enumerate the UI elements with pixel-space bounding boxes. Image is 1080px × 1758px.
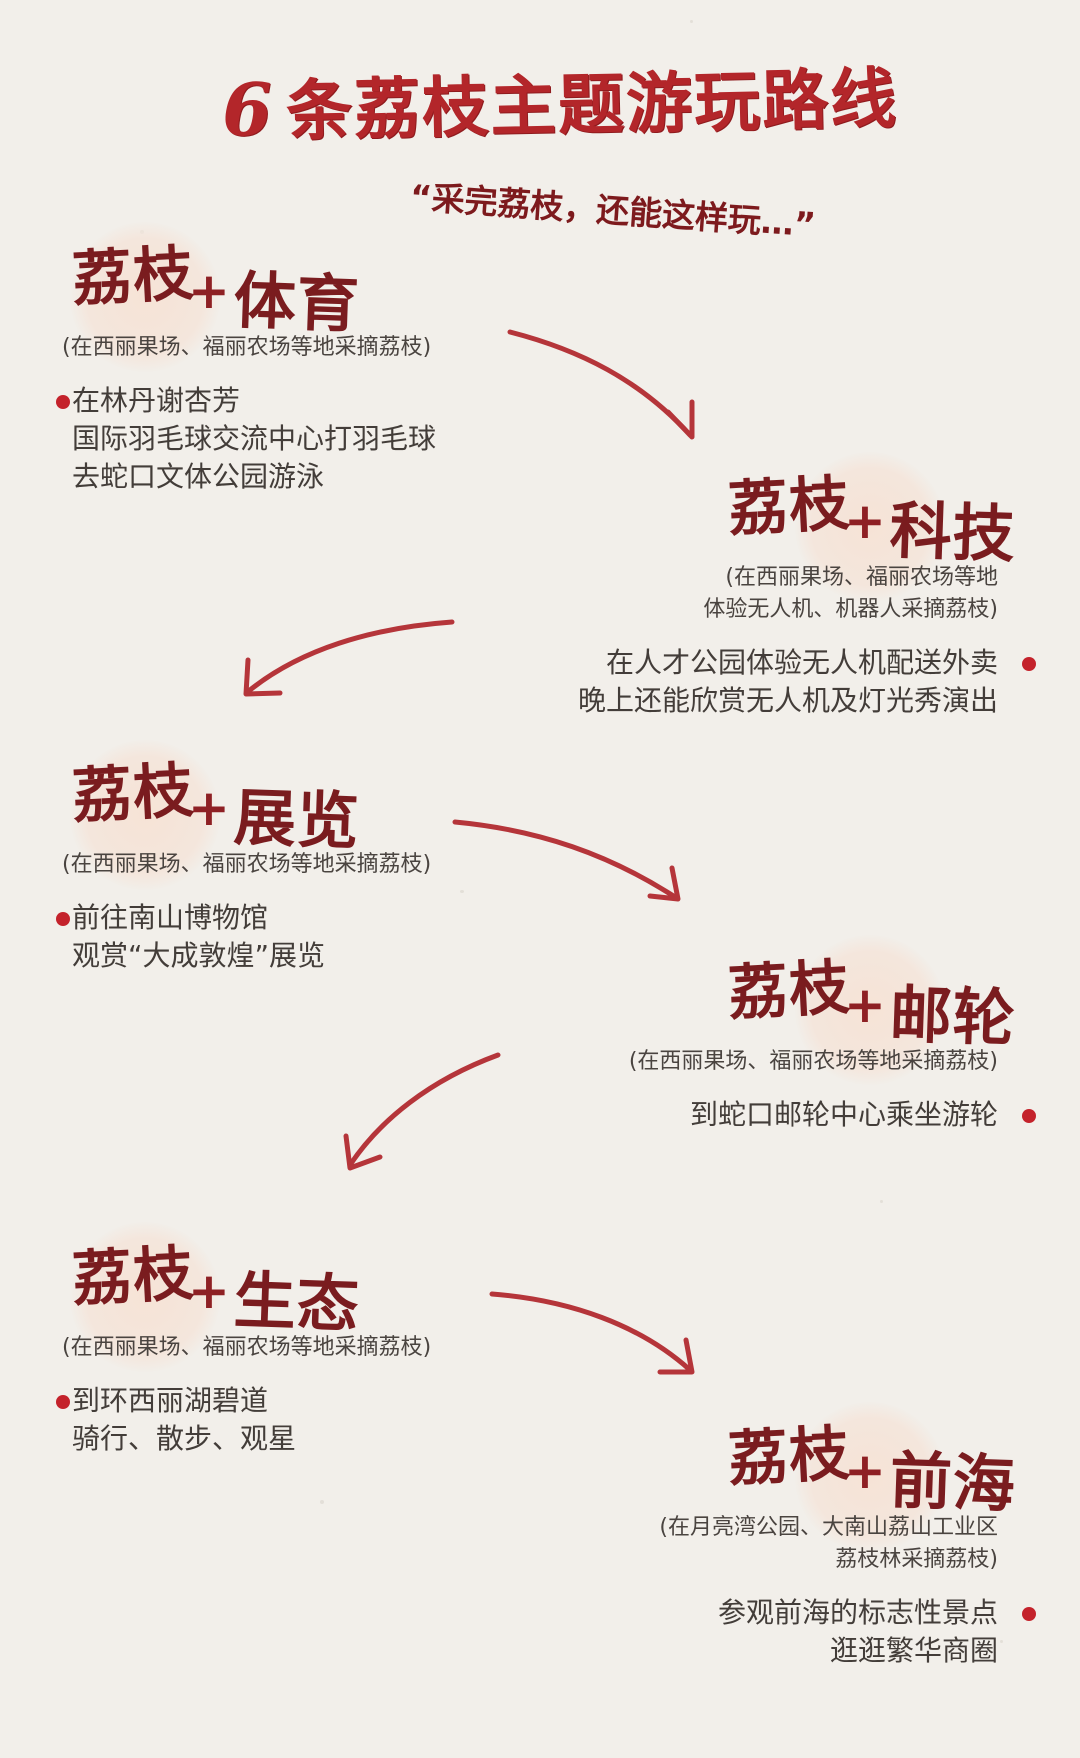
arrow-1 bbox=[507, 329, 693, 438]
route-theme: 展览 bbox=[232, 780, 362, 859]
desc-line: 国际羽毛球交流中心打羽毛球 bbox=[72, 422, 437, 455]
arrow-4 bbox=[347, 1052, 501, 1168]
arrowhead-3 bbox=[647, 865, 681, 902]
paper-speck bbox=[880, 1200, 883, 1203]
route-cruise: 荔枝 + 邮轮 (在西丽果场、福丽农场等地采摘荔枝) 到蛇口邮轮中心乘坐游轮 bbox=[552, 942, 1036, 1134]
paper-speck bbox=[690, 20, 693, 23]
arrowhead-5 bbox=[657, 1337, 695, 1375]
desc-line: 到蛇口邮轮中心乘坐游轮 bbox=[689, 1098, 998, 1131]
note-line: (在西丽果场、福丽农场等地采摘荔枝) bbox=[628, 1049, 998, 1074]
plus-sign: + bbox=[844, 1442, 886, 1500]
route-description: 前往南山博物馆 观赏“大成敦煌”展览 bbox=[56, 899, 532, 975]
bullet-dot bbox=[56, 912, 70, 926]
route-heading: 荔枝 + 科技 bbox=[552, 458, 1022, 571]
route-theme: 生态 bbox=[232, 1263, 362, 1342]
arrowhead-2 bbox=[243, 657, 283, 697]
route-note: (在西丽果场、福丽农场等地采摘荔枝) bbox=[62, 332, 532, 364]
route-heading: 荔枝 + 前海 bbox=[552, 1408, 1022, 1521]
bullet-dot bbox=[56, 1395, 70, 1409]
route-heading: 荔枝 + 邮轮 bbox=[552, 942, 1022, 1055]
bullet-dot bbox=[1022, 1109, 1036, 1123]
route-heading: 荔枝 + 体育 bbox=[62, 228, 532, 341]
route-description: 参观前海的标志性景点 逛逛繁华商圈 bbox=[552, 1594, 1036, 1670]
desc-line: 观赏“大成敦煌”展览 bbox=[72, 939, 326, 972]
note-line: 荔枝林采摘荔枝) bbox=[835, 1547, 998, 1572]
route-theme: 前海 bbox=[888, 1443, 1018, 1522]
route-lychee-label: 荔枝 bbox=[726, 468, 853, 546]
note-line: (在西丽果场、福丽农场等地 bbox=[725, 565, 998, 590]
heading-highlight bbox=[70, 1222, 220, 1372]
paper-speck bbox=[460, 890, 464, 893]
desc-line: 骑行、散步、观星 bbox=[72, 1422, 297, 1455]
route-heading: 荔枝 + 展览 bbox=[62, 745, 532, 858]
paper-speck bbox=[320, 1500, 324, 1504]
arrow-2 bbox=[247, 619, 455, 693]
desc-line: 逛逛繁华商圈 bbox=[829, 1634, 998, 1667]
note-line: (在月亮湾公园、大南山荔山工业区 bbox=[659, 1515, 998, 1540]
desc-line: 到环西丽湖碧道 bbox=[72, 1384, 269, 1417]
route-lychee-label: 荔枝 bbox=[70, 755, 197, 833]
arrow-5 bbox=[489, 1291, 693, 1373]
route-description: 到蛇口邮轮中心乘坐游轮 bbox=[552, 1096, 1036, 1134]
arrowhead-4 bbox=[343, 1133, 383, 1171]
route-lychee-label: 荔枝 bbox=[726, 952, 853, 1030]
route-lychee-label: 荔枝 bbox=[726, 1418, 853, 1496]
route-sports: 荔枝 + 体育 (在西丽果场、福丽农场等地采摘荔枝) 在林丹谢杏芳 国际羽毛球交… bbox=[56, 228, 532, 496]
route-description: 在林丹谢杏芳 国际羽毛球交流中心打羽毛球 去蛇口文体公园游泳 bbox=[56, 382, 532, 496]
route-note: (在西丽果场、福丽农场等地采摘荔枝) bbox=[62, 849, 532, 881]
plus-sign: + bbox=[844, 492, 886, 550]
route-note: (在西丽果场、福丽农场等地采摘荔枝) bbox=[552, 1046, 1022, 1078]
note-line: (在西丽果场、福丽农场等地采摘荔枝) bbox=[62, 335, 432, 360]
route-theme: 邮轮 bbox=[888, 977, 1018, 1056]
route-note: (在西丽果场、福丽农场等地 体验无人机、机器人采摘荔枝) bbox=[552, 562, 1022, 626]
desc-line: 前往南山博物馆 bbox=[72, 901, 269, 934]
route-qianhai: 荔枝 + 前海 (在月亮湾公园、大南山荔山工业区 荔枝林采摘荔枝) 参观前海的标… bbox=[552, 1408, 1036, 1670]
route-ecology: 荔枝 + 生态 (在西丽果场、福丽农场等地采摘荔枝) 到环西丽湖碧道 骑行、散步… bbox=[56, 1228, 532, 1458]
paper-speck bbox=[1000, 1640, 1003, 1643]
route-lychee-label: 荔枝 bbox=[70, 238, 197, 316]
arrow-3 bbox=[452, 819, 678, 900]
note-line: (在西丽果场、福丽农场等地采摘荔枝) bbox=[62, 852, 432, 877]
route-note: (在西丽果场、福丽农场等地采摘荔枝) bbox=[62, 1332, 532, 1364]
heading-highlight bbox=[795, 1402, 945, 1552]
heading-highlight bbox=[795, 452, 945, 602]
note-line: 体验无人机、机器人采摘荔枝) bbox=[703, 597, 998, 622]
heading-highlight bbox=[70, 222, 220, 372]
route-description: 在人才公园体验无人机配送外卖 晚上还能欣赏无人机及灯光秀演出 bbox=[552, 644, 1036, 720]
route-heading: 荔枝 + 生态 bbox=[62, 1228, 532, 1341]
desc-line: 参观前海的标志性景点 bbox=[717, 1596, 998, 1629]
desc-line: 晚上还能欣赏无人机及灯光秀演出 bbox=[577, 684, 998, 717]
plus-sign: + bbox=[188, 779, 230, 837]
desc-line: 在林丹谢杏芳 bbox=[72, 384, 241, 417]
arrowhead-1 bbox=[665, 399, 695, 440]
route-exhibition: 荔枝 + 展览 (在西丽果场、福丽农场等地采摘荔枝) 前往南山博物馆 观赏“大成… bbox=[56, 745, 532, 975]
bullet-dot bbox=[56, 395, 70, 409]
route-lychee-label: 荔枝 bbox=[70, 1238, 197, 1316]
plus-sign: + bbox=[844, 976, 886, 1034]
plus-sign: + bbox=[188, 1262, 230, 1320]
note-line: (在西丽果场、福丽农场等地采摘荔枝) bbox=[62, 1335, 432, 1360]
route-theme: 体育 bbox=[232, 263, 362, 342]
heading-highlight bbox=[795, 935, 945, 1085]
desc-line: 去蛇口文体公园游泳 bbox=[72, 460, 325, 493]
route-note: (在月亮湾公园、大南山荔山工业区 荔枝林采摘荔枝) bbox=[552, 1512, 1022, 1576]
route-tech: 荔枝 + 科技 (在西丽果场、福丽农场等地 体验无人机、机器人采摘荔枝) 在人才… bbox=[552, 458, 1036, 720]
route-description: 到环西丽湖碧道 骑行、散步、观星 bbox=[56, 1382, 532, 1458]
route-theme: 科技 bbox=[888, 493, 1018, 572]
heading-highlight bbox=[70, 740, 220, 890]
plus-sign: + bbox=[188, 262, 230, 320]
bullet-dot bbox=[1022, 657, 1036, 671]
desc-line: 在人才公园体验无人机配送外卖 bbox=[605, 646, 998, 679]
bullet-dot bbox=[1022, 1607, 1036, 1621]
